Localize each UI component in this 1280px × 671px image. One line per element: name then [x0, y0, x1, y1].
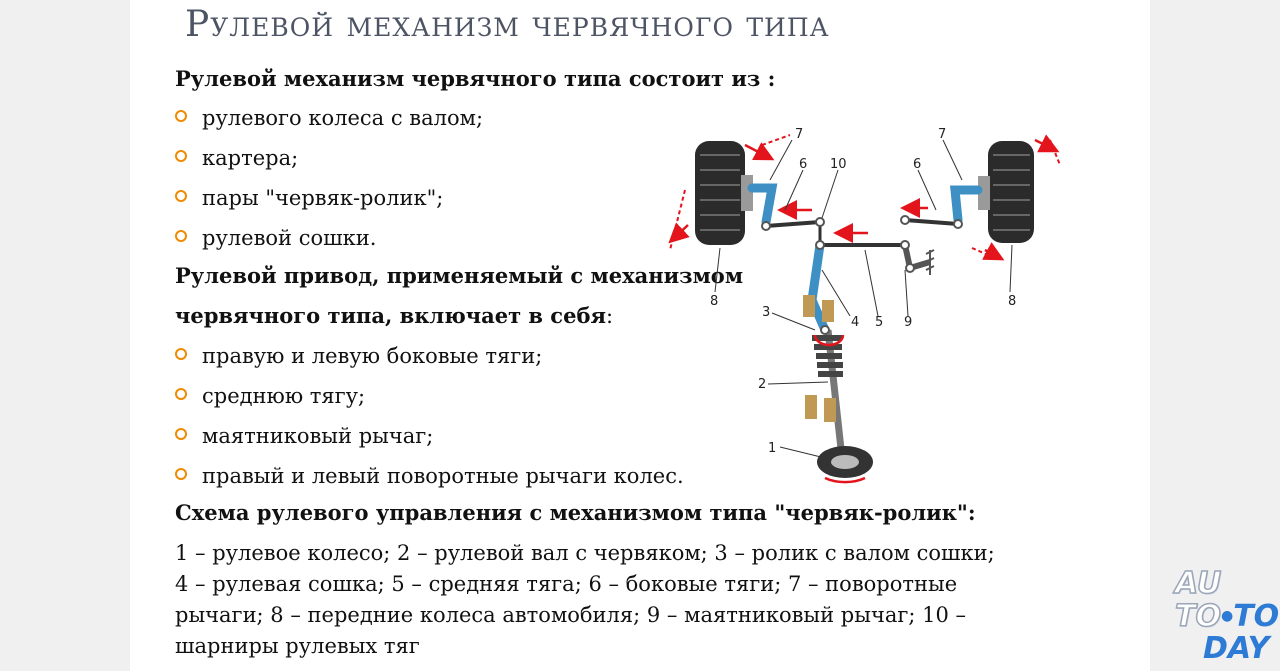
list-item: картера;	[175, 146, 298, 170]
logo-line: TO●TO	[1174, 599, 1280, 634]
diagram-label: 10	[830, 157, 847, 172]
legend-line: 4 – рулевая сошка; 5 – средняя тяга; 6 –…	[175, 572, 958, 596]
diagram-label: 5	[875, 315, 883, 330]
logo-line: DAY	[1203, 631, 1270, 666]
steering-linkage	[747, 183, 983, 484]
diagram-label: 8	[710, 294, 718, 309]
section3-heading: Схема рулевого управления с механизмом т…	[175, 500, 976, 525]
left-wheel	[695, 141, 753, 245]
diagram-label: 7	[938, 127, 946, 142]
bullet-icon	[175, 230, 187, 242]
diagram-label: 8	[1008, 294, 1016, 309]
diagram-label: 9	[904, 315, 912, 330]
list-item: среднюю тягу;	[175, 384, 365, 408]
section2-heading-line1: Рулевой привод, применяемый с механизмом	[175, 263, 744, 288]
bullet-icon	[175, 388, 187, 400]
steering-diagram: 7 6 10 7 6 8 4 5 9 8 3 2 1	[668, 127, 1061, 484]
right-wheel	[978, 141, 1034, 243]
list-item: маятниковый рычаг;	[175, 424, 433, 448]
diagram-label: 6	[913, 157, 921, 172]
bullet-icon	[175, 190, 187, 202]
diagram-label: 4	[851, 315, 859, 330]
list-item: рулевого колеса с валом;	[175, 106, 483, 130]
legend-line: шарниры рулевых тяг	[175, 634, 420, 658]
bullet-icon	[175, 468, 187, 480]
section1-heading: Рулевой механизм червячного типа состоит…	[175, 66, 776, 91]
slide	[130, 0, 1150, 671]
diagram-label: 7	[795, 127, 803, 142]
bullet-icon	[175, 110, 187, 122]
list-item: пары "червяк-ролик";	[175, 186, 443, 210]
bullet-icon	[175, 150, 187, 162]
autotoday-logo: AU TO●TO DAY	[1174, 566, 1280, 666]
list-item: правый и левый поворотные рычаги колес.	[175, 464, 684, 488]
diagram-label: 2	[758, 377, 766, 392]
logo-line: AU	[1174, 566, 1222, 601]
legend-line: 1 – рулевое колесо; 2 – рулевой вал с че…	[175, 541, 995, 565]
legend-text: 1 – рулевое колесо; 2 – рулевой вал с че…	[175, 538, 1095, 662]
section2-heading-line2: червячного типа, включает в себя:	[175, 303, 614, 328]
diagram-label: 3	[762, 305, 770, 320]
left-margin	[0, 0, 130, 671]
diagram-label: 6	[799, 157, 807, 172]
list-item: правую и левую боковые тяги;	[175, 344, 542, 368]
legend-line: рычаги; 8 – передние колеса автомобиля; …	[175, 603, 967, 627]
bullet-icon	[175, 348, 187, 360]
bullet-icon	[175, 428, 187, 440]
diagram-label: 1	[768, 441, 776, 456]
right-margin	[1150, 0, 1280, 671]
list-item: рулевой сошки.	[175, 226, 376, 250]
logo-dot-icon: ●	[1220, 608, 1234, 624]
page-title: Рулевой механизм червячного типа	[185, 4, 830, 45]
